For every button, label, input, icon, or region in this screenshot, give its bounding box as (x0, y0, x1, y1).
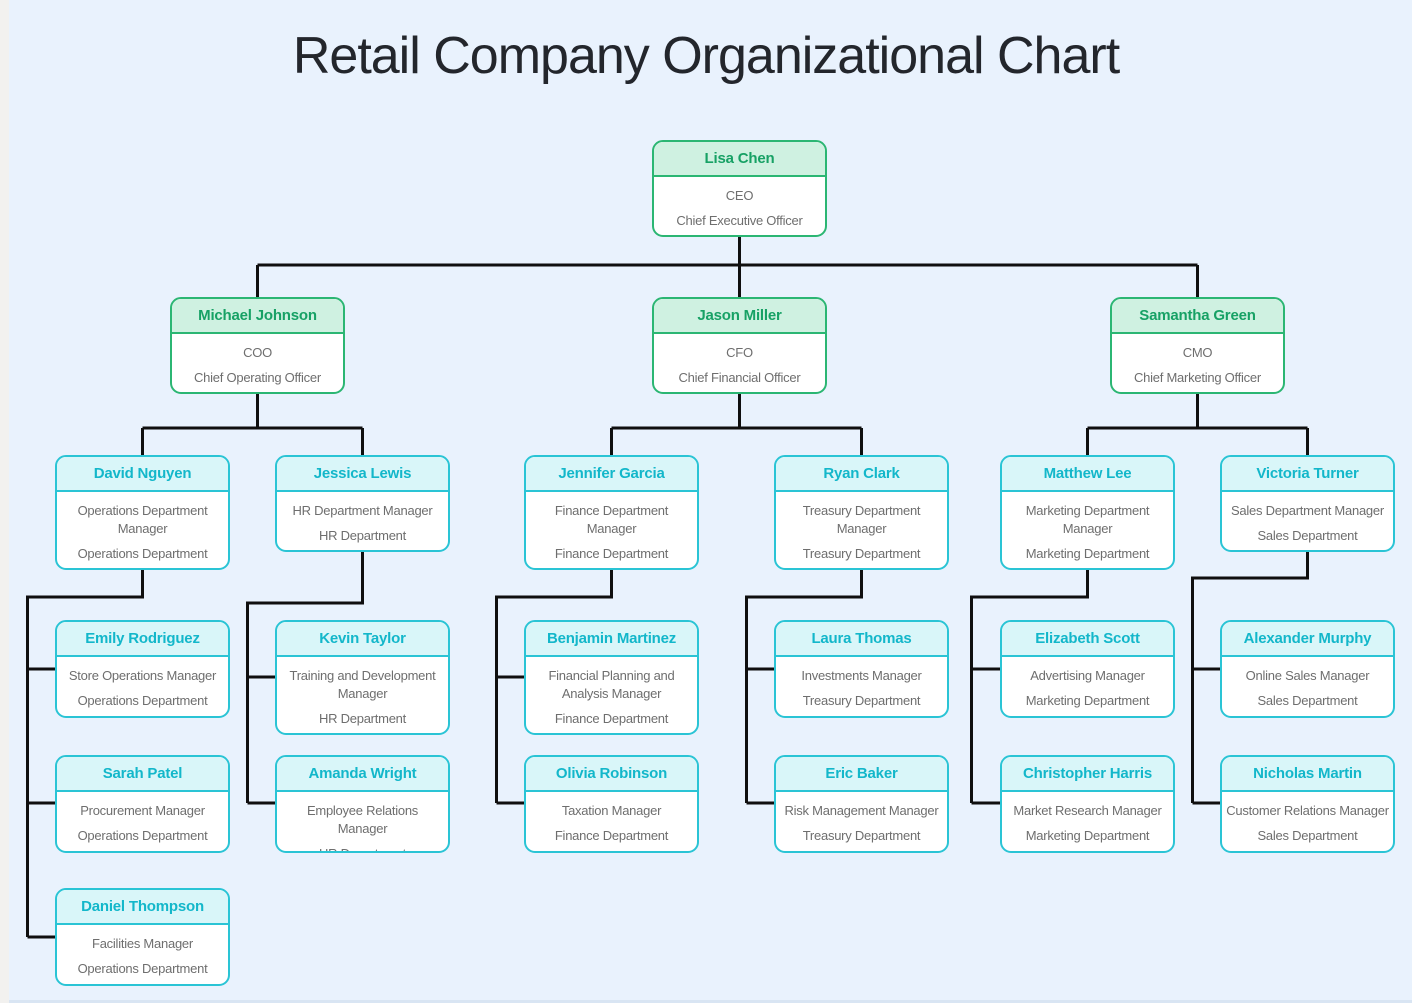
org-node-eric-baker[interactable]: Eric Baker Risk Management Manager Treas… (774, 755, 949, 853)
node-department: Operations Department (77, 546, 208, 561)
org-node-jason-miller[interactable]: Jason Miller CFO Chief Financial Officer (652, 297, 827, 394)
node-role: Marketing Department Manager (1025, 503, 1150, 536)
node-name: Benjamin Martinez (526, 622, 697, 657)
node-name: Sarah Patel (57, 757, 228, 792)
org-node-samantha-green[interactable]: Samantha Green CMO Chief Marketing Offic… (1110, 297, 1285, 394)
node-department: Operations Department (77, 961, 208, 976)
node-role: HR Department Manager (292, 503, 433, 518)
node-role: Operations Department Manager (77, 503, 208, 536)
node-role: Online Sales Manager (1245, 668, 1370, 683)
node-name: Lisa Chen (654, 142, 825, 177)
org-node-emily-rodriguez[interactable]: Emily Rodriguez Store Operations Manager… (55, 620, 230, 718)
org-node-amanda-wright[interactable]: Amanda Wright Employee Relations Manager… (275, 755, 450, 853)
node-role: Risk Management Manager (784, 803, 939, 818)
node-department: Operations Department (77, 828, 208, 843)
node-name: Kevin Taylor (277, 622, 448, 657)
page-title: Retail Company Organizational Chart (292, 27, 1120, 85)
node-department: Marketing Department (1025, 546, 1150, 561)
org-node-benjamin-martinez[interactable]: Benjamin Martinez Financial Planning and… (524, 620, 699, 735)
node-name: Jennifer Garcia (526, 457, 697, 492)
node-name: Michael Johnson (172, 299, 343, 334)
node-name: Jessica Lewis (277, 457, 448, 492)
node-name: Amanda Wright (277, 757, 448, 792)
node-department: Chief Operating Officer (194, 370, 321, 385)
node-role: Employee Relations Manager (306, 803, 419, 836)
org-node-matthew-lee[interactable]: Matthew Lee Marketing Department Manager… (1000, 455, 1175, 570)
node-role: Advertising Manager (1030, 668, 1145, 683)
bottom-edge-divider (9, 1000, 1412, 1003)
node-department: Treasury Department (802, 546, 921, 561)
node-role: Facilities Manager (92, 936, 193, 951)
node-name: Christopher Harris (1002, 757, 1173, 792)
node-department: Treasury Department (802, 828, 921, 843)
node-department: HR Department (318, 711, 407, 726)
org-node-michael-johnson[interactable]: Michael Johnson COO Chief Operating Offi… (170, 297, 345, 394)
node-name: David Nguyen (57, 457, 228, 492)
node-role: CEO (725, 188, 754, 203)
node-department: Sales Department (1257, 528, 1358, 543)
node-department: Finance Department (554, 828, 669, 843)
node-name: Jason Miller (654, 299, 825, 334)
org-node-lisa-chen[interactable]: Lisa Chen CEO Chief Executive Officer (652, 140, 827, 237)
node-name: Laura Thomas (776, 622, 947, 657)
org-node-daniel-thompson[interactable]: Daniel Thompson Facilities Manager Opera… (55, 888, 230, 986)
node-name: Alexander Murphy (1222, 622, 1393, 657)
node-role: Finance Department Manager (554, 503, 669, 536)
org-node-christopher-harris[interactable]: Christopher Harris Market Research Manag… (1000, 755, 1175, 853)
node-role: Investments Manager (801, 668, 922, 683)
node-department: Marketing Department (1025, 828, 1150, 843)
node-name: Olivia Robinson (526, 757, 697, 792)
node-role: CMO (1182, 345, 1213, 360)
node-department: Marketing Department (1025, 693, 1150, 708)
org-node-jennifer-garcia[interactable]: Jennifer Garcia Finance Department Manag… (524, 455, 699, 570)
node-name: Victoria Turner (1222, 457, 1393, 492)
node-role: Taxation Manager (561, 803, 662, 818)
node-role: Procurement Manager (80, 803, 205, 818)
node-role: Store Operations Manager (68, 668, 217, 683)
node-department: HR Department (281, 845, 444, 851)
node-role: Market Research Manager (1013, 803, 1162, 818)
node-department: Finance Department (554, 711, 669, 726)
node-name: Samantha Green (1112, 299, 1283, 334)
node-name: Emily Rodriguez (57, 622, 228, 657)
node-role: Financial Planning and Analysis Manager (548, 668, 675, 701)
org-node-sarah-patel[interactable]: Sarah Patel Procurement Manager Operatio… (55, 755, 230, 853)
node-role: Sales Department Manager (1231, 503, 1384, 518)
node-name: Ryan Clark (776, 457, 947, 492)
node-department: Finance Department (554, 546, 669, 561)
node-name: Nicholas Martin (1222, 757, 1393, 792)
org-node-victoria-turner[interactable]: Victoria Turner Sales Department Manager… (1220, 455, 1395, 552)
org-node-olivia-robinson[interactable]: Olivia Robinson Taxation Manager Finance… (524, 755, 699, 853)
node-name: Eric Baker (776, 757, 947, 792)
node-department: Treasury Department (802, 693, 921, 708)
node-role: Treasury Department Manager (802, 503, 921, 536)
node-department: Chief Executive Officer (676, 213, 803, 228)
node-department: HR Department (318, 528, 407, 543)
left-gutter (0, 0, 9, 1003)
org-node-laura-thomas[interactable]: Laura Thomas Investments Manager Treasur… (774, 620, 949, 718)
node-name: Daniel Thompson (57, 890, 228, 925)
node-role: Training and Development Manager (289, 668, 436, 701)
node-name: Matthew Lee (1002, 457, 1173, 492)
org-node-kevin-taylor[interactable]: Kevin Taylor Training and Development Ma… (275, 620, 450, 735)
org-node-nicholas-martin[interactable]: Nicholas Martin Customer Relations Manag… (1220, 755, 1395, 853)
org-node-alexander-murphy[interactable]: Alexander Murphy Online Sales Manager Sa… (1220, 620, 1395, 718)
node-name: Elizabeth Scott (1002, 622, 1173, 657)
node-department: Operations Department (77, 693, 208, 708)
org-node-jessica-lewis[interactable]: Jessica Lewis HR Department Manager HR D… (275, 455, 450, 552)
node-department: Chief Financial Officer (678, 370, 801, 385)
node-department: Sales Department (1257, 693, 1358, 708)
node-role: COO (243, 345, 272, 360)
org-node-ryan-clark[interactable]: Ryan Clark Treasury Department Manager T… (774, 455, 949, 570)
node-role: Customer Relations Manager (1226, 803, 1389, 818)
node-department: Chief Marketing Officer (1134, 370, 1261, 385)
node-department: Sales Department (1257, 828, 1358, 843)
node-role: CFO (726, 345, 753, 360)
org-node-david-nguyen[interactable]: David Nguyen Operations Department Manag… (55, 455, 230, 570)
org-node-elizabeth-scott[interactable]: Elizabeth Scott Advertising Manager Mark… (1000, 620, 1175, 718)
